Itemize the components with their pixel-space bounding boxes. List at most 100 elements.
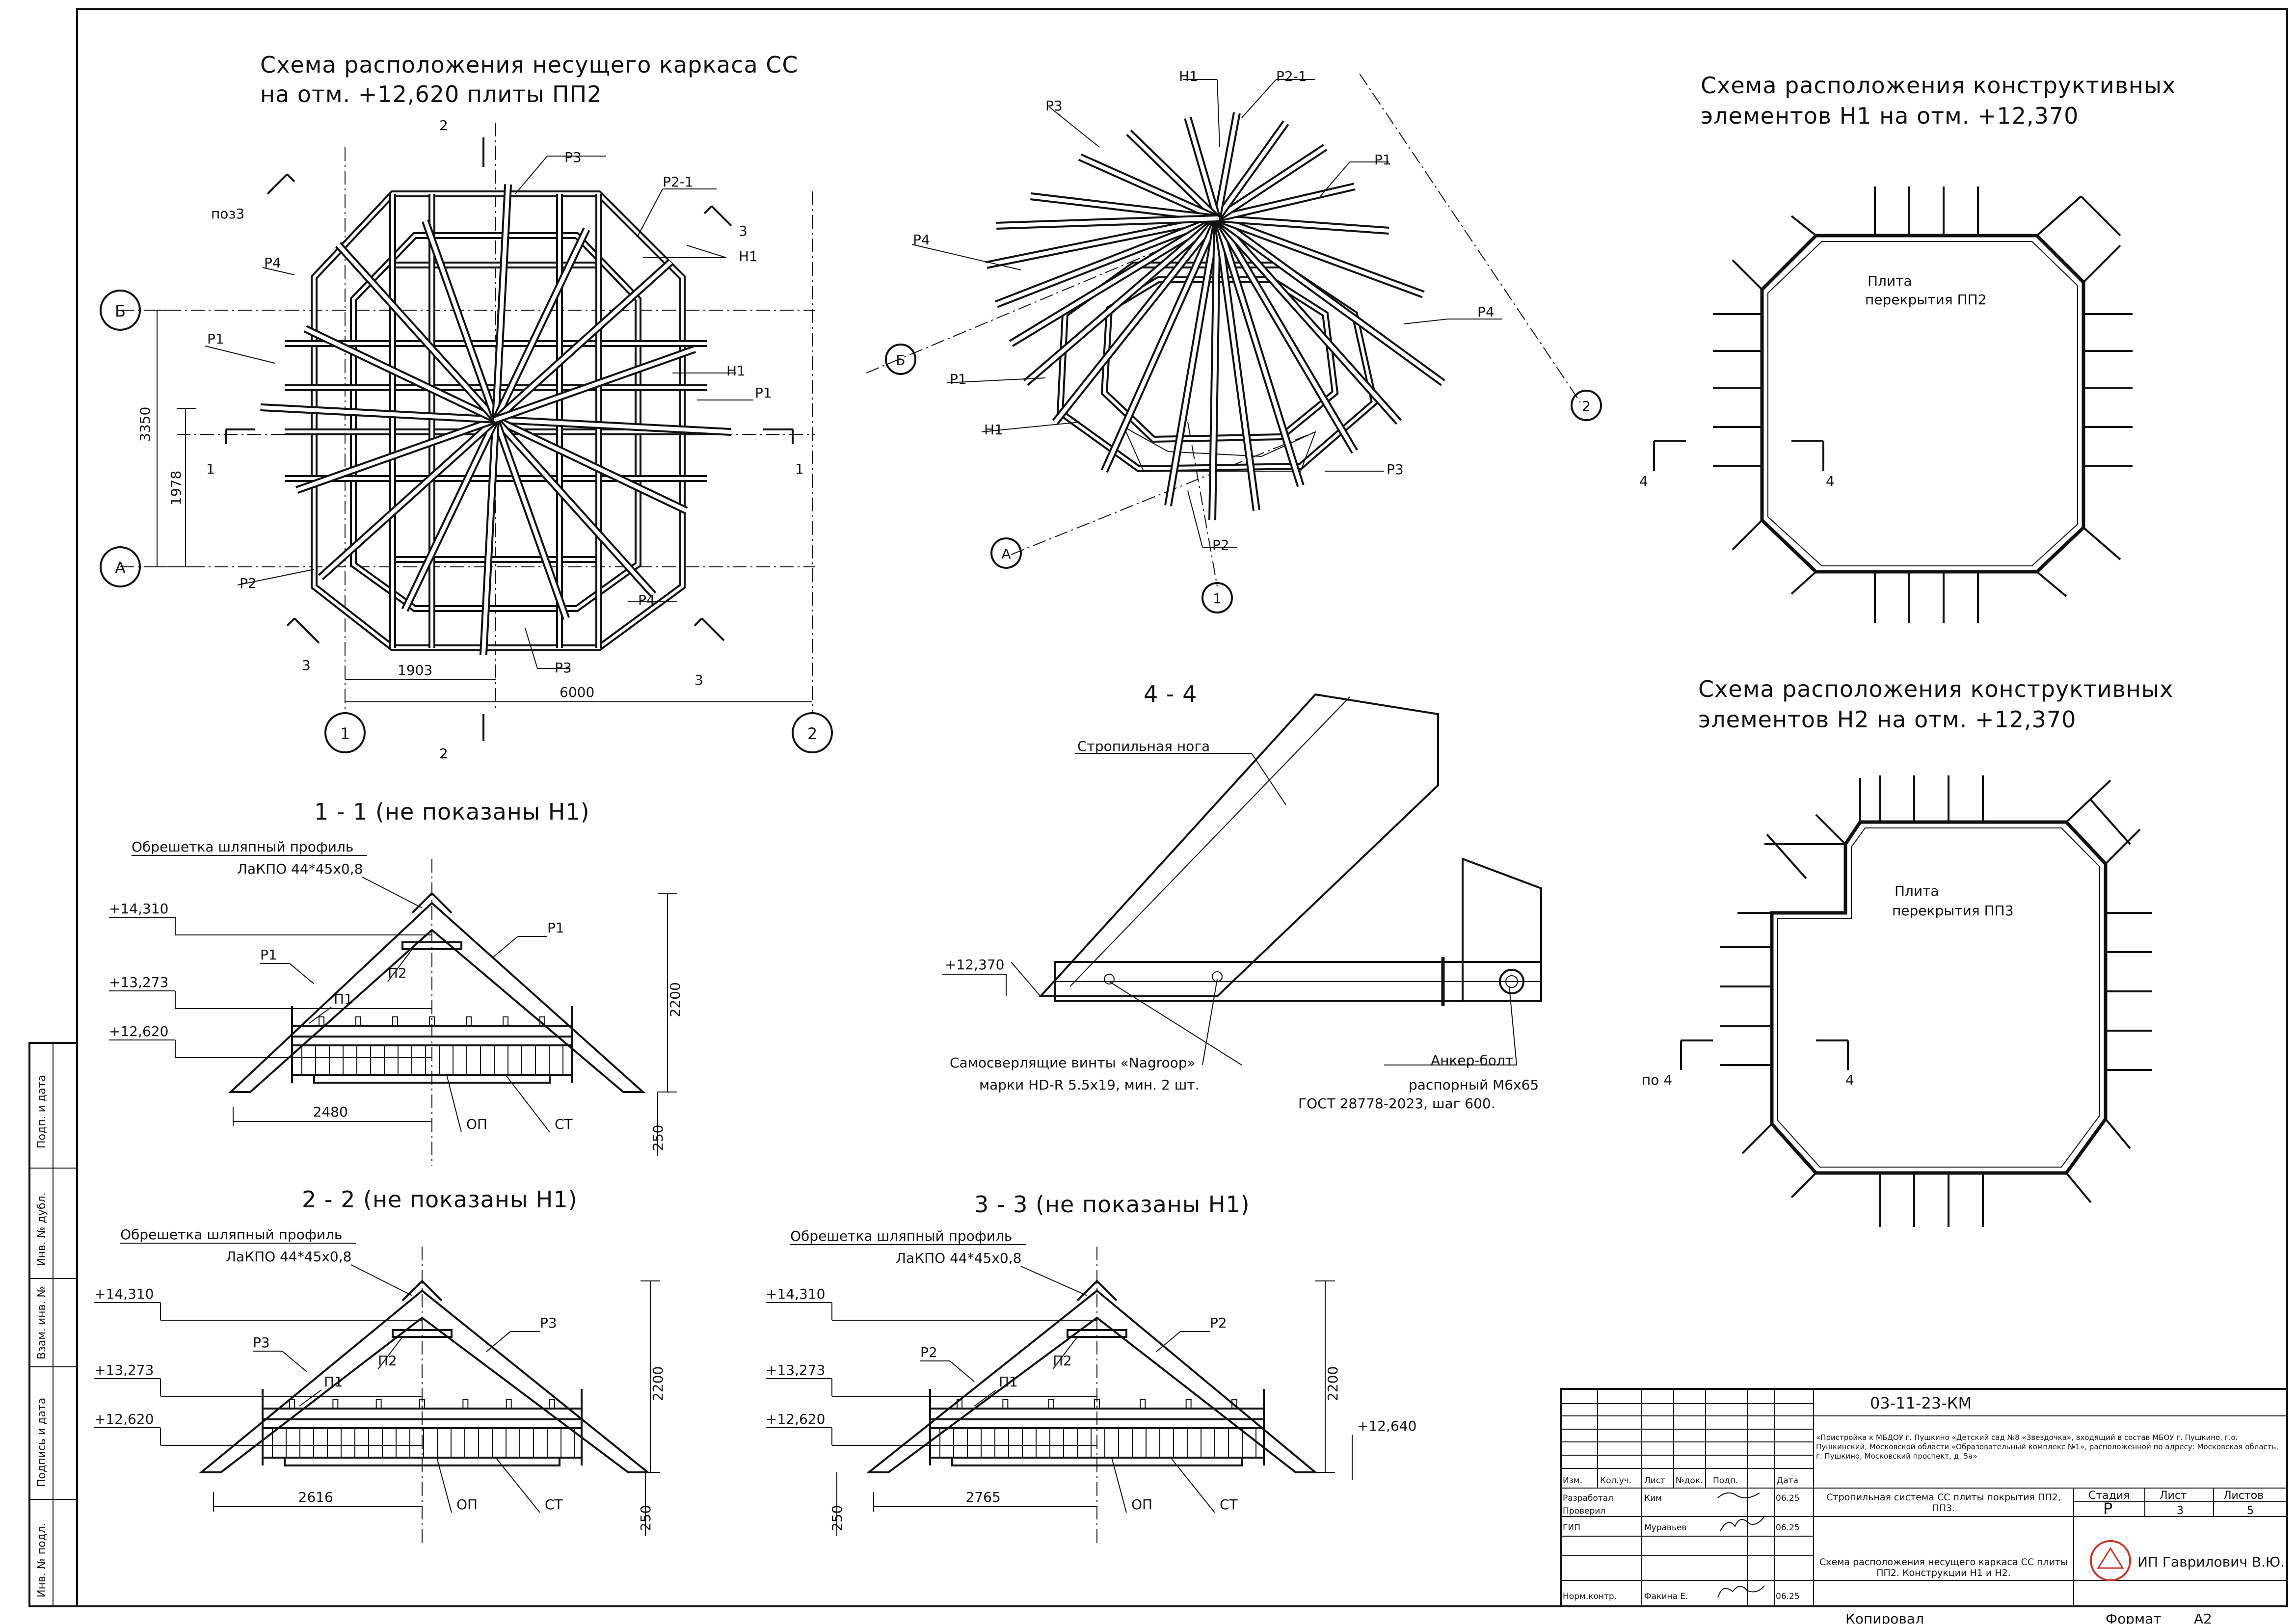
sec22-rafter-right: Р3 [540, 1315, 557, 1331]
dim-1903: 1903 [398, 662, 432, 678]
sec33-lathing-spec: ЛаКПО 44*45х0,8 [896, 1250, 1021, 1266]
axis-bubble-b [100, 290, 141, 331]
plan-label-n1-top: Н1 [739, 248, 758, 265]
company-logo [2090, 1540, 2131, 1581]
iso-label-n1-top: Н1 [1179, 68, 1198, 84]
tb-name-dev: Ким [1644, 1493, 1662, 1503]
plate-h2-view: Схема расположения конструктивных элемен… [1642, 676, 2173, 1227]
plan-label-p21: Р2-1 [663, 174, 694, 190]
cut-1-right: 1 [795, 461, 804, 477]
cut-3-top: 3 [739, 223, 748, 239]
section-33: 3 - 3 (не показаны Н1)Обрешетка шляпный … [766, 1191, 1416, 1546]
sec11-lathing-spec: ЛаКПО 44*45х0,8 [237, 861, 363, 877]
cut-3-left: 3 [302, 657, 311, 673]
sec33-elev-1: +13,273 [766, 1362, 825, 1378]
axis-label-b: Б [115, 302, 126, 320]
sec22-dim-width: 2616 [298, 1489, 333, 1505]
sec22-dim-2200: 2200 [650, 1366, 666, 1401]
sec33-dim-2200: 2200 [1325, 1366, 1341, 1401]
drawing-frame [76, 8, 2288, 1607]
iso-label-p2: Р2 [1212, 537, 1229, 553]
axis-bubble-1 [324, 712, 366, 753]
sec33-elev-0: +14,310 [766, 1286, 825, 1302]
iso-axis-a: А [1001, 546, 1011, 562]
strip-orig-inv: Инв. № подл. [36, 1523, 48, 1597]
sec11-label-p1: П1 [334, 991, 353, 1007]
sec11-rafter-right: Р1 [547, 920, 564, 936]
tb-role-dev: Разработал [1563, 1493, 1613, 1503]
cut-2-top: 2 [439, 117, 448, 133]
sec11-label-op: ОП [466, 1116, 487, 1132]
iso-label-p4-right: Р4 [1477, 304, 1495, 320]
s44-anchor-1: Анкер-болт [1431, 1052, 1513, 1068]
s44-anchor-2: распорный М6х65 [1409, 1077, 1539, 1093]
signature-norm [1717, 1585, 1765, 1598]
sec22-rafter-left: Р3 [253, 1334, 270, 1351]
tb-hdr-izm: Изм. [1563, 1476, 1582, 1486]
dim-6000: 6000 [560, 684, 594, 700]
plan-label-p3-top: Р3 [564, 149, 582, 165]
sec33-rafter-right: Р2 [1210, 1315, 1227, 1331]
tb-stage: Р [2103, 1499, 2112, 1518]
tb-date-norm: 06.25 [1776, 1592, 1800, 1601]
side-strip: Подп. и дата Инв. № дубл. Взам. инв. № П… [28, 1042, 78, 1607]
pp3-label-1: Плита [1895, 883, 1939, 899]
tb-lists-hdr: Листов [2223, 1490, 2264, 1502]
iso-axis-2: 2 [1582, 398, 1591, 414]
plate-h1-view: Схема расположения конструктивных элемен… [1639, 72, 2176, 623]
tb-hdr-ndoc: №док. [1676, 1476, 1703, 1486]
h2-title-line2: элементов Н2 на отм. +12,370 [1698, 706, 2076, 733]
iso-rafters [986, 112, 1445, 521]
sec22-label-op: ОП [456, 1496, 478, 1513]
sec33-dim-width: 2765 [966, 1489, 1001, 1505]
section-22: 2 - 2 (не показаны Н1)Обрешетка шляпный … [94, 1186, 666, 1546]
sec22-title: 2 - 2 (не показаны Н1) [302, 1186, 578, 1213]
axis-bubble-a [100, 546, 141, 587]
cut-1-left: 1 [206, 461, 215, 477]
tb-date-dev: 06.25 [1776, 1493, 1800, 1503]
sec33-rafter-left: Р2 [920, 1344, 937, 1360]
tb-list-hdr: Лист [2160, 1490, 2187, 1502]
sec22-elev-1: +13,273 [94, 1362, 154, 1378]
iso-label-p1-left: Р1 [950, 371, 967, 387]
iso-axis-b: Б [896, 352, 905, 368]
tb-stage-hdr: Стадия [2088, 1490, 2130, 1502]
tb-lists: 5 [2247, 1505, 2254, 1517]
plan-label-p1-right: Р1 [755, 385, 772, 401]
sec11-lathing: Обрешетка шляпный профиль [132, 839, 353, 855]
tb-date-gip: 06.25 [1776, 1523, 1800, 1533]
section-44: 4 - 4 Стропильная нога +12,370 Самосверл… [942, 681, 1542, 1112]
sec22-elev-0: +14,310 [94, 1286, 154, 1302]
sec11-label-p2: П2 [388, 965, 407, 981]
plan-label-p4-left: Р4 [264, 255, 281, 271]
sec22-label-p1: П1 [324, 1374, 343, 1390]
poz4-label: по 4 [1642, 1072, 1672, 1088]
iso-label-p21: Р2-1 [1276, 68, 1307, 84]
strip-repl-inv: Взам. инв. № [36, 1286, 48, 1359]
sec33-label-op: ОП [1131, 1496, 1152, 1513]
tb-name-norm: Факина Е. [1644, 1592, 1688, 1601]
pp2-label-1: Плита [1868, 273, 1912, 289]
tb-list: 3 [2177, 1505, 2184, 1517]
dim-3350: 3350 [137, 407, 153, 442]
section-11: 1 - 1 (не показаны Н1)Обрешетка шляпный … [109, 799, 683, 1166]
sec11-label-st: СТ [555, 1116, 573, 1132]
tb-role-check: Проверил [1563, 1506, 1605, 1516]
sec11-elev-1: +13,273 [109, 974, 168, 990]
signature-dev [1717, 1492, 1760, 1498]
axis-label-2: 2 [807, 724, 817, 743]
iso-label-p3-top: Р3 [1045, 98, 1063, 114]
sec11-dim-2200: 2200 [667, 982, 683, 1017]
iso-label-p3-right: Р3 [1387, 461, 1404, 478]
axis-label-a: А [115, 559, 126, 577]
s44-screws-1: Самосверлящие винты «Nagroop» [950, 1055, 1196, 1071]
tb-sheet-name: Схема расположения несущего каркаса СС п… [1819, 1557, 2068, 1578]
h1-title-line1: Схема расположения конструктивных [1701, 72, 2176, 99]
pp3-label-2: перекрытия ПП3 [1892, 903, 2014, 919]
sec33-label-p1: П1 [999, 1374, 1018, 1390]
cut-4-right: 4 [1826, 473, 1835, 489]
plan-view: Схема расположения несущего каркаса СС н… [100, 52, 833, 762]
tb-company: ИП Гаврилович В.Ю. [2137, 1554, 2285, 1570]
iso-label-n1-left: Н1 [984, 422, 1003, 438]
